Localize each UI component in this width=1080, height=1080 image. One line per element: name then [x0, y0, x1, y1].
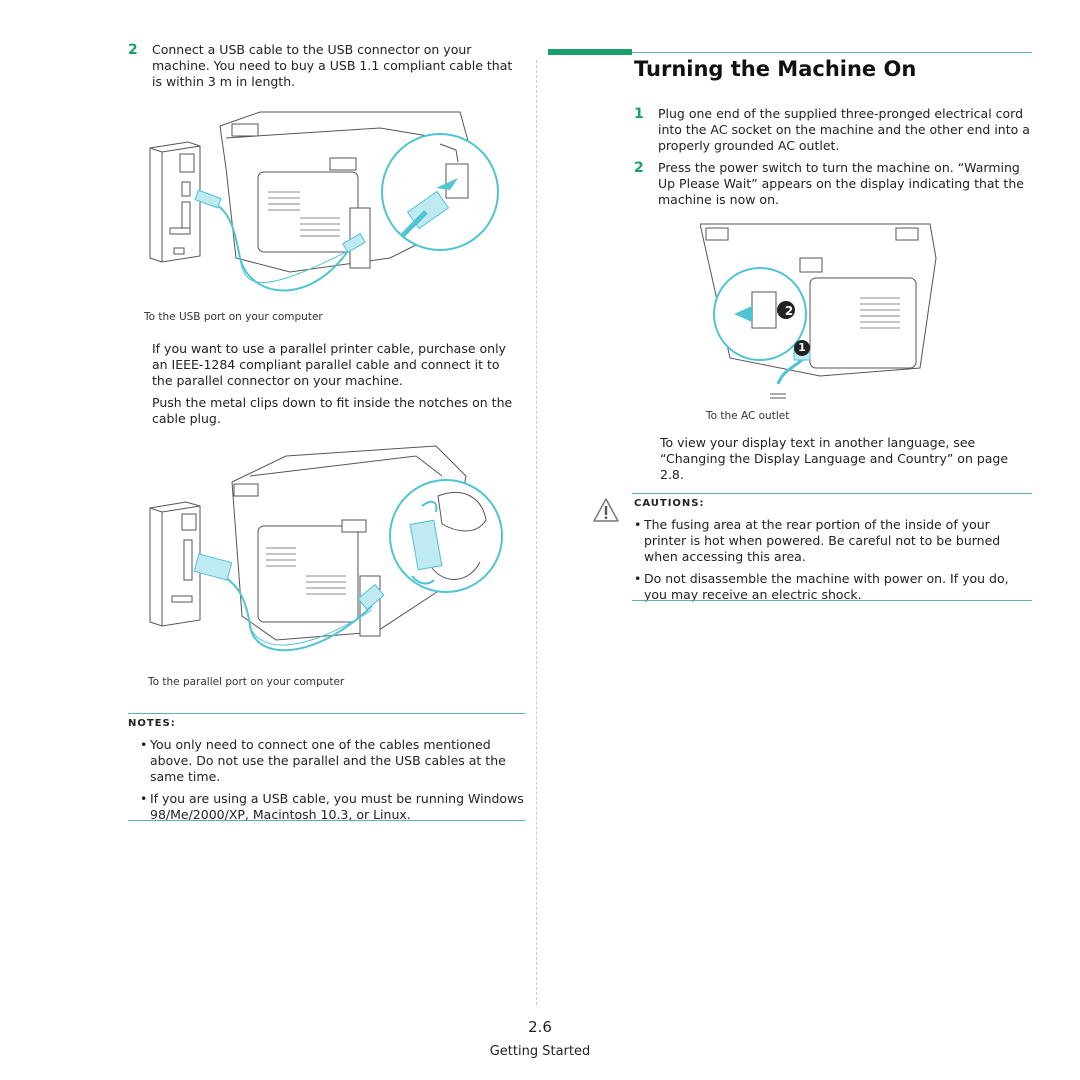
language-paragraph: To view your display text in another lan… — [660, 435, 1009, 482]
cautions-list: The fusing area at the rear portion of t… — [634, 517, 1030, 609]
parallel-connection-illustration — [149, 445, 503, 652]
step-text: Connect a USB cable to the USB connector… — [152, 42, 513, 89]
callout-2: 2 — [784, 304, 794, 318]
cautions-title-text: Cautions — [634, 498, 700, 509]
list-item: The fusing area at the rear portion of t… — [634, 517, 1030, 565]
cautions-colon: : — [699, 498, 705, 509]
notes-bottom-rule — [128, 820, 525, 821]
step-1-plug: 1 Plug one end of the supplied three-pro… — [634, 106, 1030, 154]
cautions-heading: Cautions: — [634, 496, 705, 512]
column-divider — [536, 60, 537, 1005]
parallel-paragraph-2: Push the metal clips down to fit inside … — [152, 395, 513, 426]
list-item: If you are using a USB cable, you must b… — [140, 791, 524, 823]
notes-top-rule — [128, 713, 525, 714]
parallel-caption: To the parallel port on your computer — [148, 676, 345, 688]
notes-colon: : — [170, 718, 176, 729]
section-top-rule — [632, 52, 1032, 53]
cautions-bottom-rule — [632, 600, 1032, 601]
notes-heading: Notes: — [128, 716, 176, 732]
page-title: Turning the Machine On — [634, 57, 917, 81]
step-number: 1 — [634, 106, 644, 122]
list-item: Do not disassemble the machine with powe… — [634, 571, 1030, 603]
caution-triangle-icon — [593, 498, 619, 522]
section-accent-bar — [548, 49, 632, 55]
cautions-top-rule — [632, 493, 1032, 494]
step-number: 2 — [128, 42, 138, 58]
power-connection-illustration — [700, 223, 937, 399]
list-item: You only need to connect one of the cabl… — [140, 737, 524, 785]
notes-list: You only need to connect one of the cabl… — [140, 737, 524, 829]
usb-connection-illustration — [149, 111, 499, 292]
section-name: Getting Started — [489, 1044, 591, 1059]
step-number: 2 — [634, 160, 644, 176]
parallel-paragraph-1: If you want to use a parallel printer ca… — [152, 341, 506, 388]
page-number: 2.6 — [528, 1018, 552, 1036]
ac-caption: To the AC outlet — [706, 410, 790, 422]
step-text: Press the power switch to turn the machi… — [658, 160, 1024, 207]
notes-title-text: Notes — [128, 718, 171, 729]
callout-1: 1 — [798, 341, 806, 354]
step-2-usb: 2 Connect a USB cable to the USB connect… — [128, 42, 524, 90]
step-text: Plug one end of the supplied three-prong… — [658, 106, 1030, 153]
usb-caption: To the USB port on your computer — [144, 311, 323, 323]
step-2-power: 2 Press the power switch to turn the mac… — [634, 160, 1030, 208]
